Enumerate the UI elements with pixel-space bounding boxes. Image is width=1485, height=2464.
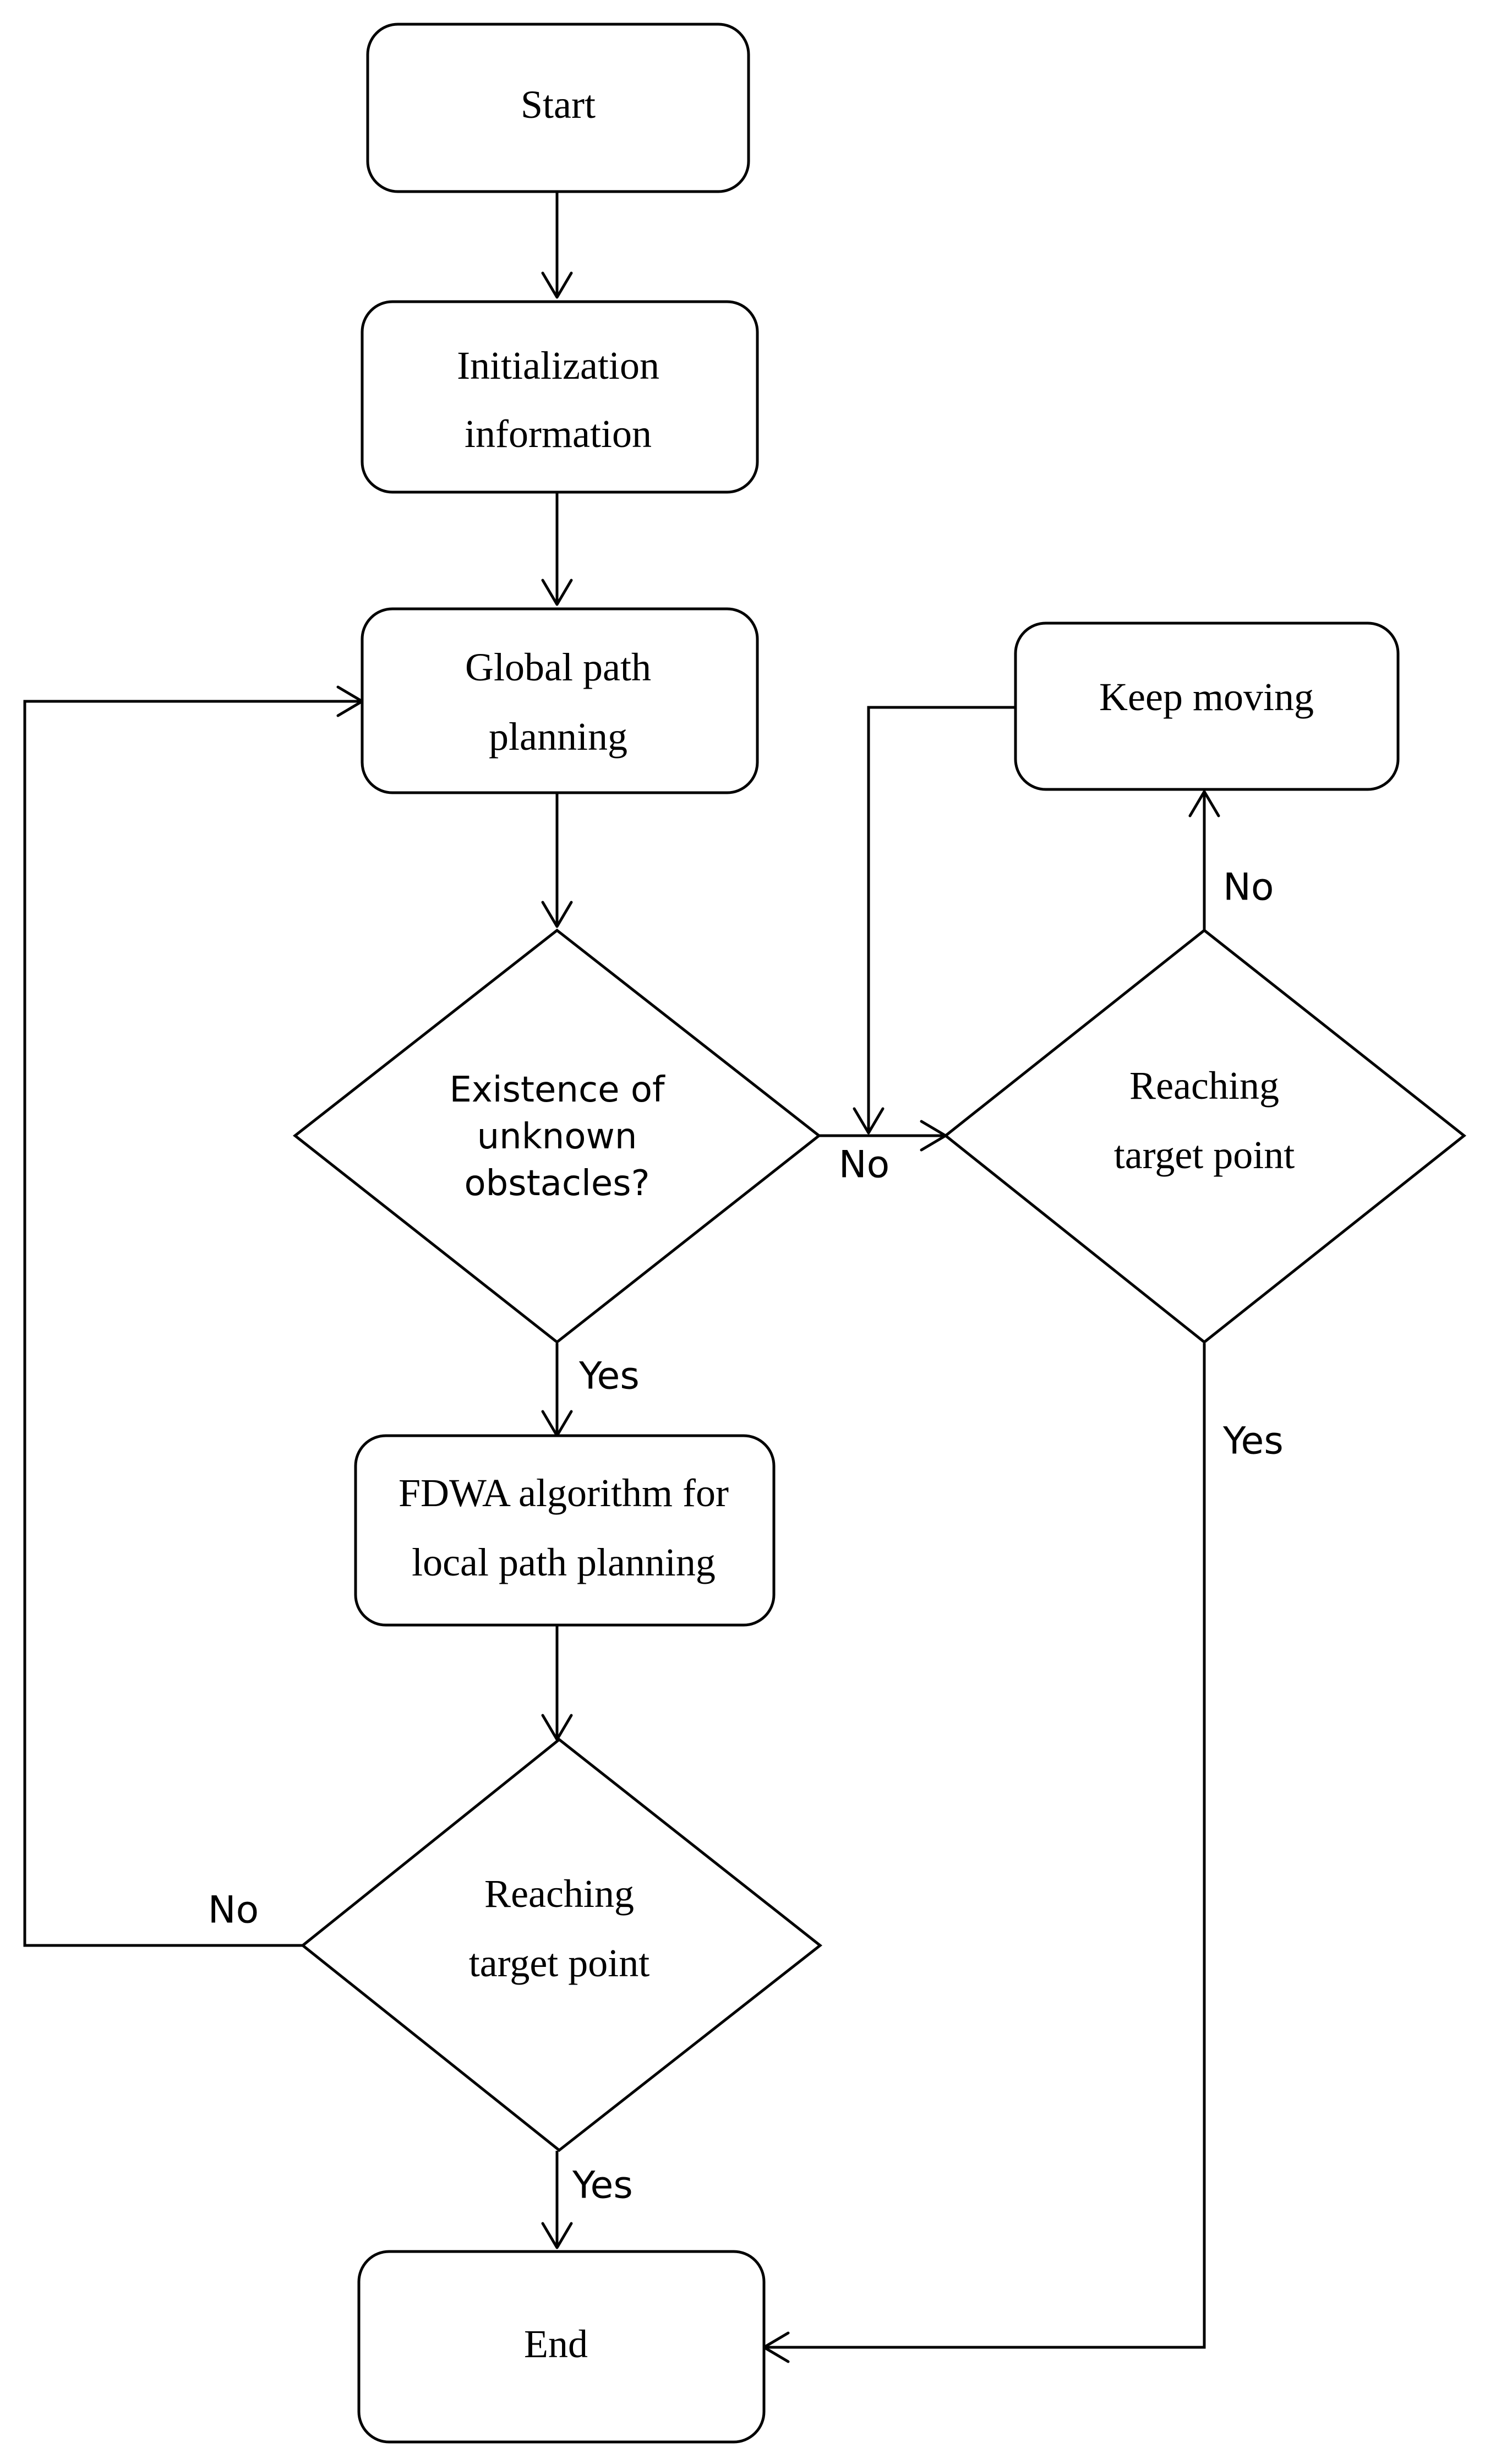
reach-bottom-label-line1: Reaching bbox=[484, 1872, 634, 1916]
node-init: Initialization information bbox=[361, 300, 759, 494]
edge-reach-bottom-global bbox=[23, 700, 362, 1947]
fdwa-box bbox=[354, 1434, 776, 1627]
arrowhead bbox=[541, 901, 573, 928]
edge-keep-loop bbox=[867, 706, 1016, 1133]
global-label-line2: planning bbox=[489, 715, 627, 759]
exist-label-line1: Existence of bbox=[449, 1070, 665, 1110]
node-end: End bbox=[357, 2250, 766, 2444]
label-exist-yes: Yes bbox=[578, 1355, 640, 1398]
fdwa-label-line2: local path planning bbox=[412, 1540, 716, 1584]
reach-right-label-line2: target point bbox=[1114, 1133, 1295, 1177]
label-reach-bottom-yes: Yes bbox=[572, 2164, 633, 2207]
arrowhead bbox=[1188, 790, 1220, 817]
label-reach-bottom-no: No bbox=[208, 1889, 259, 1932]
init-box bbox=[361, 300, 759, 494]
init-label-line2: information bbox=[465, 412, 652, 456]
arrowhead bbox=[541, 579, 573, 606]
reach-right-diamond bbox=[943, 928, 1467, 1344]
edges bbox=[23, 193, 1220, 2363]
arrowhead bbox=[541, 271, 573, 299]
node-exist: Existence of unknown obstacles? bbox=[292, 928, 822, 1344]
edge-reach-right-end bbox=[764, 1343, 1206, 2349]
exist-label-line3: obstacles? bbox=[464, 1163, 649, 1204]
exist-label-line2: unknown bbox=[477, 1116, 637, 1157]
node-reach-right: Reaching target point bbox=[943, 928, 1467, 1344]
label-reach-right-no: No bbox=[1223, 866, 1274, 909]
reach-right-label-line1: Reaching bbox=[1129, 1064, 1279, 1108]
end-label: End bbox=[524, 2322, 588, 2366]
reach-bottom-label-line2: target point bbox=[469, 1941, 650, 1985]
start-label: Start bbox=[521, 83, 596, 127]
arrowhead bbox=[541, 2222, 573, 2249]
arrowhead bbox=[541, 1714, 573, 1741]
exist-diamond bbox=[292, 928, 822, 1344]
global-box bbox=[361, 607, 759, 794]
reach-bottom-diamond bbox=[300, 1737, 823, 2152]
global-label-line1: Global path bbox=[465, 645, 651, 689]
node-start: Start bbox=[366, 23, 750, 193]
keep-box bbox=[1014, 622, 1400, 791]
edge-labels: No Yes No Yes No Yes bbox=[208, 866, 1284, 2207]
node-reach-bottom: Reaching target point bbox=[300, 1737, 823, 2152]
init-label-line1: Initialization bbox=[457, 344, 659, 388]
node-keep: Keep moving bbox=[1014, 622, 1400, 791]
keep-label: Keep moving bbox=[1099, 675, 1314, 719]
node-fdwa: FDWA algorithm for local path planning bbox=[354, 1434, 776, 1627]
node-global: Global path planning bbox=[361, 607, 759, 794]
fdwa-label-line1: FDWA algorithm for bbox=[398, 1471, 729, 1515]
label-exist-no: No bbox=[839, 1143, 889, 1187]
label-reach-right-yes: Yes bbox=[1222, 1420, 1284, 1463]
start-box bbox=[366, 23, 750, 193]
arrowhead bbox=[853, 1107, 885, 1135]
end-box bbox=[357, 2250, 766, 2444]
